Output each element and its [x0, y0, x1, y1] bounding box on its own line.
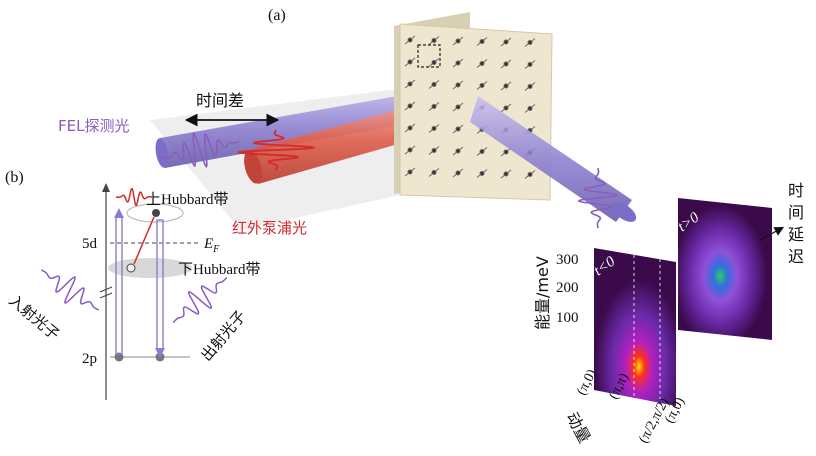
ir-pump-label: 红外泵浦光	[232, 219, 307, 237]
time-difference-label: 时间差	[196, 91, 244, 110]
lattice-site	[431, 82, 437, 87]
fel-probe-beam	[155, 84, 470, 168]
lattice-site	[431, 170, 437, 175]
fel-wave-packet	[160, 131, 240, 169]
sample-crystal	[394, 12, 553, 201]
panel-a-label: (a)	[268, 7, 286, 24]
lattice-site	[503, 105, 509, 111]
lattice-site	[455, 38, 461, 44]
energy-level-diagram: 上Hubbard带 下Hubbard带 5d 2p EF 入射光子 出射光子	[5, 183, 261, 400]
upper-hubbard-label: 上Hubbard带	[146, 191, 229, 208]
panel-b-label: (b)	[5, 169, 24, 186]
lattice-site	[503, 61, 509, 67]
time-delay-label: 时 间 延 迟	[788, 181, 804, 266]
lower-hubbard-label: 下Hubbard带	[178, 261, 261, 278]
lattice-site	[527, 172, 533, 177]
lattice-site	[455, 60, 461, 66]
lattice-site	[527, 40, 533, 45]
lattice-site	[431, 60, 437, 65]
outgoing-photon-label: 出射光子	[198, 308, 250, 365]
svg-text:时: 时	[788, 181, 804, 200]
lattice-site	[407, 125, 413, 131]
svg-text:延: 延	[788, 225, 804, 244]
lattice-site	[503, 83, 509, 89]
time-delay-arrow	[759, 226, 785, 241]
emission-arrow	[156, 219, 164, 351]
lattice-site	[455, 104, 461, 110]
ir-excitation-arrow	[133, 216, 155, 265]
rixs-map-before: t<0	[591, 248, 676, 406]
lattice-site	[455, 82, 461, 88]
fel-probe-label: FEL探测光	[58, 117, 129, 135]
svg-text:间: 间	[788, 203, 804, 222]
level-2p-label: 2p	[82, 351, 97, 367]
incident-photon-label: 入射光子	[5, 292, 62, 344]
outgoing-photon-wave	[172, 276, 228, 324]
energy-ticks: 300 200 100	[556, 252, 579, 326]
lattice-site	[407, 169, 413, 175]
fermi-label: EF	[203, 236, 220, 255]
lattice-site	[431, 148, 437, 153]
lattice-site	[407, 59, 413, 65]
lattice-site	[431, 104, 437, 109]
lattice-site	[479, 171, 485, 176]
lattice-site	[455, 170, 461, 176]
energy-tick: 100	[556, 310, 579, 326]
lattice-site	[407, 103, 413, 109]
energy-tick: 200	[556, 280, 579, 296]
lattice-site	[527, 106, 533, 111]
lattice-site	[479, 83, 485, 88]
upper-hubbard-band	[126, 203, 184, 223]
lattice-site	[431, 38, 437, 43]
lattice-site	[503, 39, 509, 45]
lattice-site	[407, 81, 413, 87]
lattice-site	[527, 84, 533, 89]
momentum-axis-label: 动量	[562, 409, 594, 446]
energy-axis-label: 能量/meV	[533, 256, 552, 330]
lattice-site	[479, 61, 485, 66]
time-difference-marker: 时间差	[184, 91, 280, 127]
lattice-site	[503, 171, 509, 177]
lattice-site	[503, 149, 509, 155]
incident-photon-wave	[40, 269, 100, 311]
svg-text:迟: 迟	[788, 247, 804, 266]
lower-hubbard-band	[108, 258, 192, 278]
lattice-site	[479, 149, 485, 154]
lattice-site	[407, 147, 413, 153]
rixs-map-after: t>0	[675, 198, 772, 340]
ir-wave-packet	[236, 129, 316, 171]
lattice-site	[407, 37, 413, 43]
lattice-site	[527, 62, 533, 67]
absorption-arrow	[115, 215, 123, 355]
lattice-site	[455, 126, 461, 132]
lattice-site	[431, 126, 437, 131]
scattered-wave-packet	[577, 167, 619, 229]
lattice-site	[455, 148, 461, 154]
energy-tick: 300	[556, 252, 579, 268]
lattice-site	[479, 39, 485, 44]
unit-cell-marker	[417, 44, 441, 68]
level-5d-label: 5d	[82, 236, 98, 252]
